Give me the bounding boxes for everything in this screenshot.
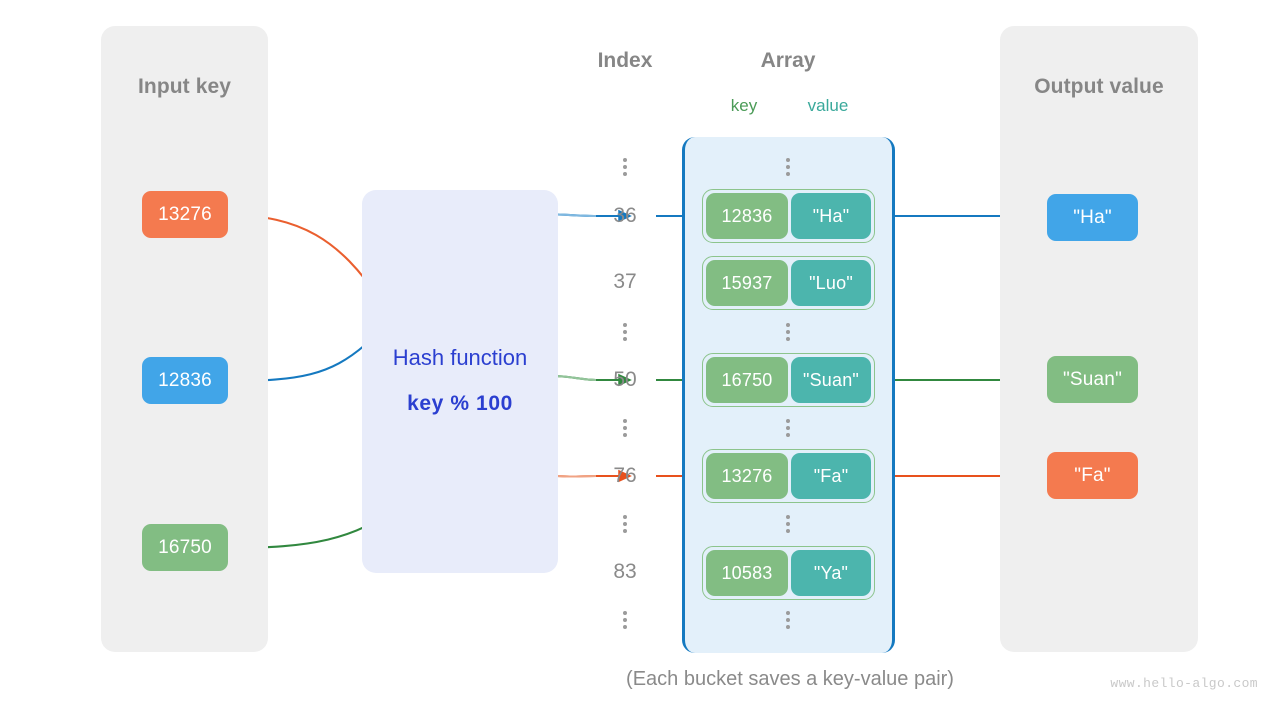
key-subheading: key: [730, 96, 758, 115]
bucket-value-suan: "Suan": [791, 357, 871, 403]
watermark: www.hello-algo.com: [1110, 676, 1258, 691]
bucket-key-16750: 16750: [706, 357, 788, 403]
bucket-value-ha: "Ha": [791, 193, 871, 239]
bucket-50[interactable]: 16750 "Suan": [702, 353, 875, 407]
index-ellipsis-top: [617, 155, 633, 179]
input-panel-title: Input key: [137, 75, 232, 98]
bucket-key-12836: 12836: [706, 193, 788, 239]
output-value-chip-fa[interactable]: "Fa": [1047, 452, 1138, 499]
bucket-key-15937: 15937: [706, 260, 788, 306]
value-subheading: value: [807, 96, 849, 115]
output-value-chip-ha[interactable]: "Ha": [1047, 194, 1138, 241]
hash-function-expression: key % 100: [407, 392, 513, 415]
bucket-83[interactable]: 10583 "Ya": [702, 546, 875, 600]
index-column-heading: Index: [597, 49, 653, 72]
bucket-76[interactable]: 13276 "Fa": [702, 449, 875, 503]
index-ellipsis-1: [617, 320, 633, 344]
index-label-76: 76: [613, 464, 637, 487]
index-ellipsis-2: [617, 416, 633, 440]
bucket-key-10583: 10583: [706, 550, 788, 596]
output-value-panel: Output value: [1000, 26, 1198, 652]
output-panel-title: Output value: [1034, 75, 1164, 98]
index-label-36: 36: [613, 204, 637, 227]
array-ellipsis-top: [780, 155, 796, 179]
hash-function-box: Hash function key % 100: [362, 190, 558, 573]
array-ellipsis-bottom: [780, 608, 796, 632]
array-ellipsis-1: [780, 320, 796, 344]
index-ellipsis-bottom: [617, 608, 633, 632]
bucket-37[interactable]: 15937 "Luo": [702, 256, 875, 310]
hash-function-name: Hash function: [392, 345, 528, 370]
index-label-50: 50: [613, 368, 637, 391]
input-key-chip-13276[interactable]: 13276: [142, 191, 228, 238]
bucket-value-fa: "Fa": [791, 453, 871, 499]
diagram-caption: (Each bucket saves a key-value pair): [626, 668, 954, 690]
index-label-37: 37: [613, 270, 637, 293]
array-column-heading: Array: [760, 49, 816, 72]
input-key-chip-16750[interactable]: 16750: [142, 524, 228, 571]
array-ellipsis-3: [780, 512, 796, 536]
bucket-value-ya: "Ya": [791, 550, 871, 596]
bucket-value-luo: "Luo": [791, 260, 871, 306]
bucket-36[interactable]: 12836 "Ha": [702, 189, 875, 243]
array-ellipsis-2: [780, 416, 796, 440]
index-label-83: 83: [613, 560, 637, 583]
output-value-chip-suan[interactable]: "Suan": [1047, 356, 1138, 403]
input-key-chip-12836[interactable]: 12836: [142, 357, 228, 404]
index-ellipsis-3: [617, 512, 633, 536]
bucket-key-13276: 13276: [706, 453, 788, 499]
